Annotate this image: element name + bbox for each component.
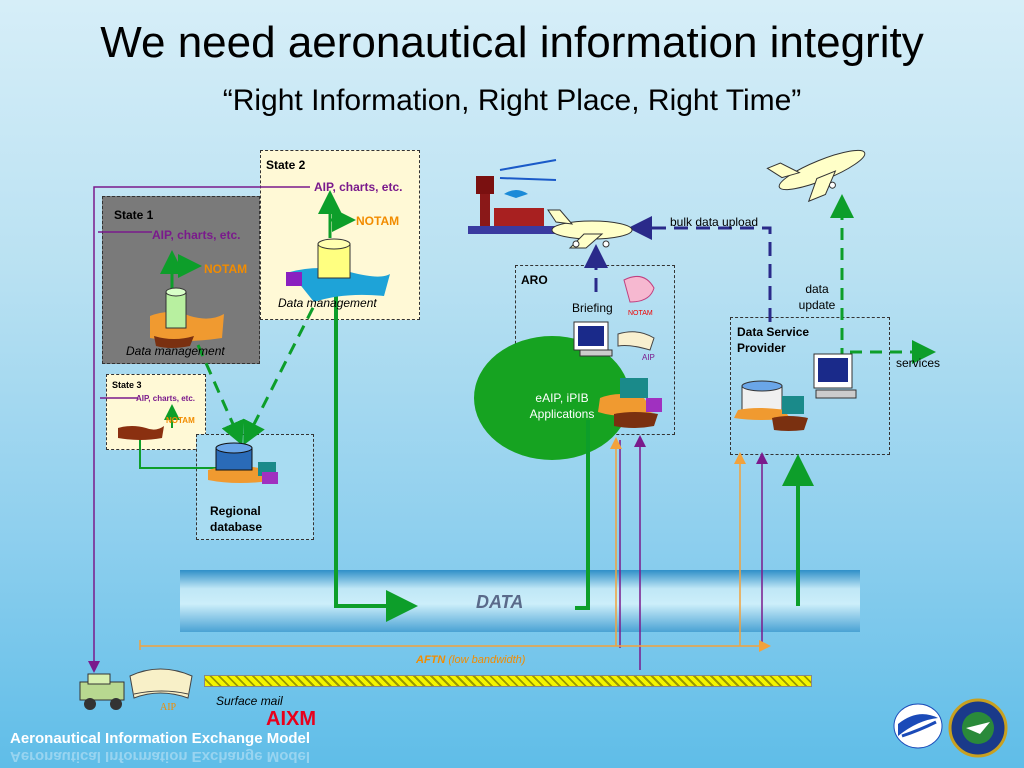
data-band-label: DATA [476,592,524,612]
bulk-upload-label: bulk data upload [670,215,759,229]
aftn-note: (low bandwidth) [448,654,526,666]
aro-aip-tag: AIP [642,353,655,362]
regional-database-panel [196,434,314,540]
aro-name: ARO [521,273,548,287]
state2-name: State 2 [266,158,306,172]
state1-caption: Data management [126,344,225,358]
state3-aip-label: AIP, charts, etc. [136,394,195,403]
state1-name: State 1 [114,208,154,222]
bulk-upload-arrows [584,216,772,322]
aircraft-ground-icon [547,209,633,249]
faa-seal-logo [948,698,1008,758]
aro-notam-tag: NOTAM [628,310,653,317]
green-dashed-arrows [196,194,936,446]
eurocontrol-logo [893,703,943,749]
aircraft-flight-icon [766,149,866,203]
page-title: We need aeronautical information integri… [100,18,924,67]
aftn-name: AFTN [416,654,446,666]
aro-applications-ellipse [474,336,630,460]
page-subtitle: “Right Information, Right Place, Right T… [222,84,802,117]
data-band [180,570,860,632]
aftn-lines [139,437,771,652]
state3-notam-label: NOTAM [166,416,195,425]
footer-title: Aeronautical Information Exchange Model [10,730,311,747]
aip-book-icon [129,668,193,699]
dsp-services-label: services [896,356,941,370]
footer-reflection: Aeronautical Information Exchange Model [10,748,311,765]
aftn-label: AFTN (low bandwidth) [416,654,525,666]
aip-distribution-lines [88,186,768,673]
state1-notam-label: NOTAM [204,262,248,276]
dsp-name: Data Service Provider [737,325,810,355]
dsp-data-update-label: data update [798,282,836,312]
state3-name: State 3 [112,380,142,390]
state2-notam-label: NOTAM [356,214,400,228]
aixm-logo-text: AIXM [266,708,316,730]
surface-mail-track [204,675,812,687]
green-flow-arrows [139,190,814,622]
regional-database-label: Regional database [210,504,263,534]
aip-book-label: AIP [160,702,177,713]
surface-mail-label: Surface mail [216,694,283,708]
airport-tower-icon [468,159,558,234]
state2-aip-label: AIP, charts, etc. [314,180,403,194]
aro-applications-label: eAIP, iPIB Applications [529,391,595,421]
jeep-icon [79,673,125,710]
aro-briefing-label: Briefing [572,301,613,315]
state2-caption: Data management [278,296,377,310]
state1-aip-label: AIP, charts, etc. [152,228,241,242]
